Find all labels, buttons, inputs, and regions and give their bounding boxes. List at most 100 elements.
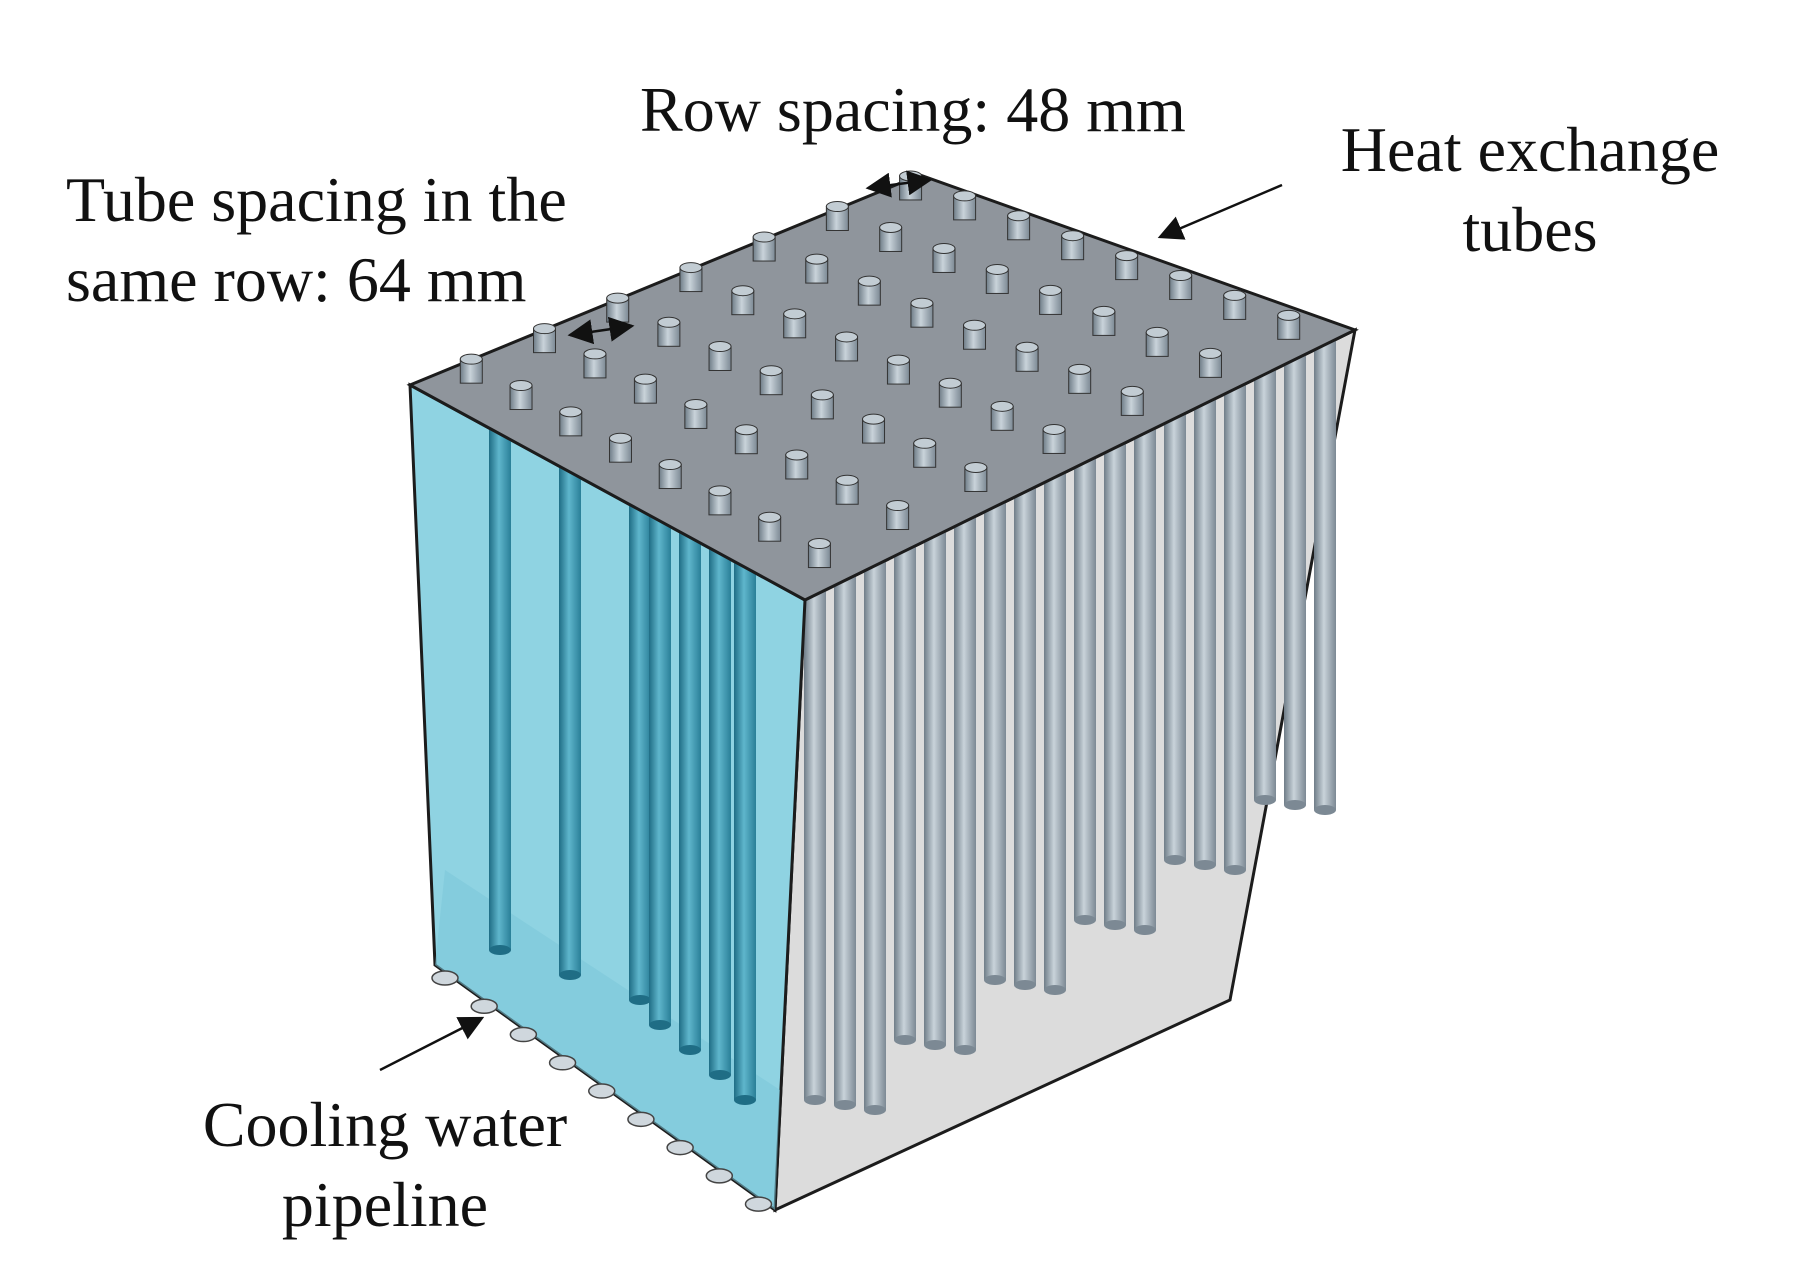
heat-exchange-text-1: Heat exchange <box>1340 114 1720 185</box>
tube-end-cap <box>708 485 732 497</box>
blue-tube-end <box>679 1045 701 1055</box>
tube-end-cap <box>1039 284 1063 296</box>
blue-tube <box>679 500 701 1050</box>
tube-end-cap <box>953 190 977 202</box>
gray-tube-end <box>984 975 1006 985</box>
blue-tube <box>559 440 581 975</box>
cooling-water-text-1: Cooling water <box>202 1089 568 1160</box>
tube-end-cap <box>899 170 923 182</box>
gray-tube <box>984 476 1006 980</box>
gray-tube <box>1254 350 1276 800</box>
gray-tube-end <box>864 1105 886 1115</box>
cooling-water-label: Cooling water pipeline <box>180 1085 590 1245</box>
heat-exchange-tubes-front <box>489 420 756 1105</box>
blue-tube <box>489 420 511 950</box>
tube-end-cap <box>964 461 988 473</box>
gray-tube-end <box>1134 925 1156 935</box>
gray-tube-end <box>924 1040 946 1050</box>
tube-end-cap <box>731 285 755 297</box>
tube-end-cap <box>679 262 703 274</box>
gray-tube <box>1194 378 1216 865</box>
tube-end-cap <box>807 538 831 550</box>
tube-end-cap <box>734 424 758 436</box>
gray-tube-end <box>1284 800 1306 810</box>
tube-end-cap <box>783 308 807 320</box>
gray-tube <box>1284 336 1306 805</box>
tube-end-cap <box>835 331 859 343</box>
gray-tube <box>804 560 826 1100</box>
pipeline-stub <box>509 1026 538 1043</box>
gray-tube <box>1314 322 1336 810</box>
blue-tube-end <box>709 1070 731 1080</box>
tube-end-cap <box>835 474 859 486</box>
tube-spacing-text-1: Tube spacing in the <box>66 164 567 235</box>
tube-end-cap <box>1223 289 1247 301</box>
tube-end-cap <box>963 319 987 331</box>
blue-tube <box>649 480 671 1025</box>
tube-end-cap <box>459 353 483 365</box>
gray-tube-end <box>1224 865 1246 875</box>
tube-end-cap <box>1068 363 1092 375</box>
gray-tube-end <box>1104 920 1126 930</box>
tube-end-cap <box>932 242 956 254</box>
pipeline-stub <box>627 1111 655 1128</box>
gray-tube-end <box>834 1100 856 1110</box>
tube-spacing-label: Tube spacing in the same row: 64 mm <box>66 160 567 320</box>
pipeline-stub <box>588 1083 616 1099</box>
gray-tube <box>894 518 916 1040</box>
blue-tube <box>709 520 731 1075</box>
tube-end-cap <box>684 398 708 410</box>
gray-tube <box>1164 392 1186 860</box>
pipeline-stub <box>705 1168 734 1184</box>
tube-end-cap <box>1277 309 1301 321</box>
tube-end-cap <box>633 373 657 385</box>
blue-tube-end <box>559 970 581 980</box>
gray-tube-end <box>1164 855 1186 865</box>
gray-tube <box>1014 462 1036 985</box>
pipeline-stub <box>548 1055 577 1071</box>
gray-tube <box>834 546 856 1105</box>
tube-end-cap <box>559 406 583 418</box>
gray-tube <box>1224 364 1246 870</box>
row-spacing-label: Row spacing: 48 mm <box>640 70 1186 150</box>
tube-end-cap <box>862 413 886 425</box>
tube-end-cap <box>1120 385 1144 397</box>
cooling-water-text-2: pipeline <box>281 1169 489 1240</box>
gray-tube <box>1104 420 1126 925</box>
gray-tube <box>1044 448 1066 990</box>
gray-tube-end <box>954 1045 976 1055</box>
tube-end-cap <box>886 354 910 366</box>
tube-end-cap <box>533 323 557 335</box>
pipeline-stub <box>470 998 498 1015</box>
tube-end-cap <box>608 432 632 444</box>
tube-end-cap <box>1061 230 1085 242</box>
gray-tube-end <box>804 1095 826 1105</box>
tube-end-cap <box>938 377 962 389</box>
row-spacing-text: Row spacing: 48 mm <box>640 74 1186 145</box>
blue-tube-end <box>649 1020 671 1030</box>
blue-tube-end <box>734 1095 756 1105</box>
tube-end-cap <box>509 380 533 392</box>
gray-tube-end <box>1014 980 1036 990</box>
tube-end-cap <box>1007 210 1031 222</box>
tube-end-cap <box>1092 305 1116 317</box>
blue-tube <box>629 460 651 1000</box>
tube-spacing-text-2: same row: 64 mm <box>66 244 527 315</box>
gray-tube-end <box>1314 805 1336 815</box>
tube-end-cap <box>758 511 782 523</box>
tube-end-cap <box>810 389 834 401</box>
pipeline-stub <box>666 1139 694 1156</box>
tube-end-cap <box>1042 423 1066 435</box>
heat-exchange-arrow <box>1157 183 1283 240</box>
tube-end-cap <box>583 348 607 360</box>
tube-end-cap <box>785 449 809 461</box>
gray-tube <box>864 532 886 1110</box>
heat-exchange-tubes-side <box>804 322 1336 1115</box>
gray-tube-end <box>1074 915 1096 925</box>
heat-exchange-label: Heat exchange tubes <box>1325 110 1735 270</box>
tube-end-cap <box>657 316 681 328</box>
tube-ends-top <box>459 170 1301 569</box>
gray-tube <box>954 490 976 1050</box>
tube-end-cap <box>857 275 881 287</box>
